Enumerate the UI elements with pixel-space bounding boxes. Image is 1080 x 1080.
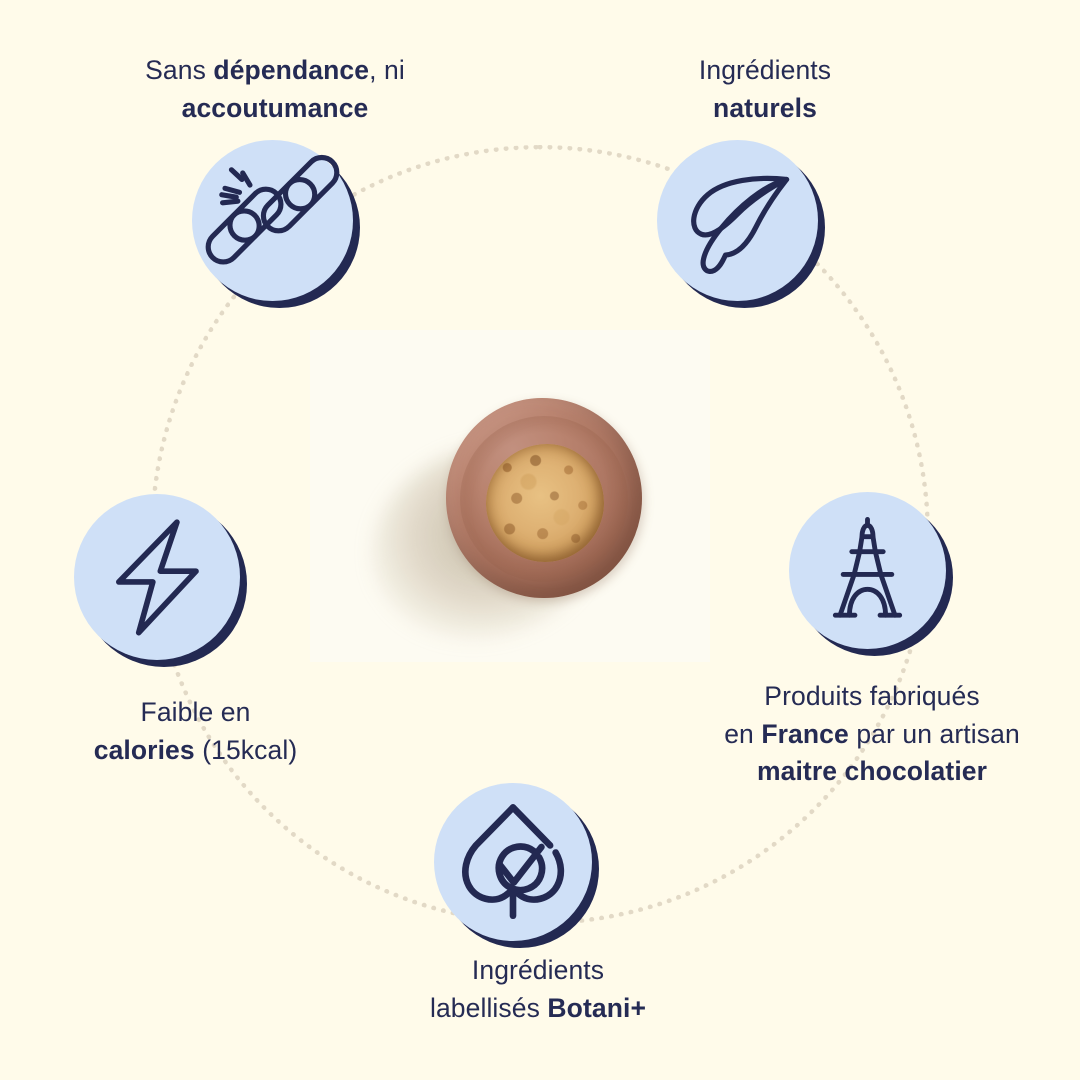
lightning-bolt-icon	[115, 519, 199, 636]
droplet-check-leaf-icon	[462, 804, 565, 920]
ball-aerated-core	[486, 444, 604, 562]
benefit-badge-natural-ingredients[interactable]	[657, 140, 825, 308]
benefit-badge-no-dependence[interactable]	[192, 140, 360, 308]
product-photo	[310, 330, 710, 669]
benefit-badge-low-calories[interactable]	[74, 494, 247, 667]
benefit-badge-botani-plus[interactable]	[434, 783, 599, 948]
badge-disc	[657, 140, 818, 301]
leaf-icon	[691, 175, 790, 274]
broken-chain-icon	[205, 154, 340, 265]
chocolate-ball	[446, 398, 642, 598]
eiffel-tower-icon	[832, 517, 903, 618]
badge-disc	[74, 494, 240, 660]
benefit-badge-made-in-france[interactable]	[789, 492, 953, 656]
